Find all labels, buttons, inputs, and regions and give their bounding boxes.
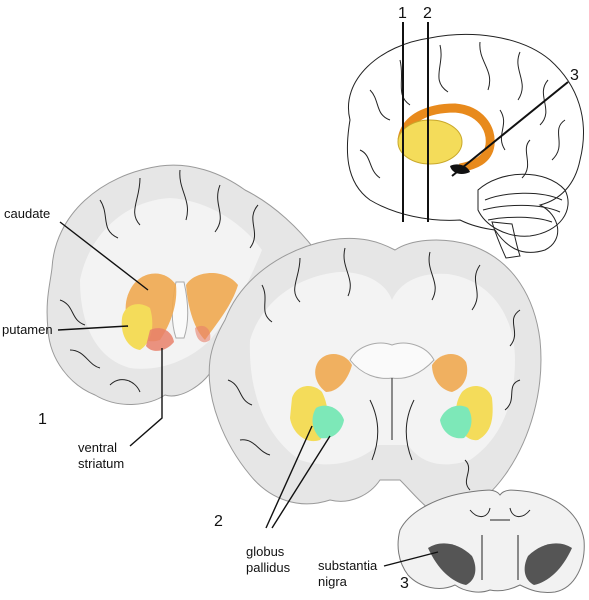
lateral-striatum-outline (397, 103, 495, 173)
section-2-caudate-left (315, 354, 352, 392)
section-2-globus-pallidus-right (440, 405, 472, 439)
section-2-ventricle (349, 342, 435, 379)
section-3-tissue (397, 489, 585, 593)
section-1-putamen-left (121, 304, 153, 350)
label-globus-line1: globus (246, 544, 285, 559)
plane-line-3 (451, 81, 569, 177)
label-globus-line2: pallidus (246, 560, 291, 575)
label-caudate: caudate (4, 206, 50, 221)
section-number-1: 1 (38, 411, 47, 428)
leader-globus-right (271, 435, 331, 529)
annotations: caudate putamen ventral striatum globus … (2, 206, 439, 589)
leader-substantia-nigra (383, 551, 439, 567)
label-substantia-line1: substantia (318, 558, 378, 573)
section-2-globus-pallidus-left (312, 405, 344, 439)
section-1-ventral-striatum (146, 328, 174, 351)
label-ventral-line1: ventral (78, 440, 117, 455)
label-putamen: putamen (2, 322, 53, 337)
brainstem-section-3: 3 (397, 489, 585, 593)
leader-ventral-striatum (129, 348, 163, 447)
label-substantia-line2: nigra (318, 574, 348, 589)
label-ventral-line2: striatum (78, 456, 124, 471)
section-1-ventral-striatum-right (195, 325, 211, 343)
plane-number-3: 3 (570, 67, 579, 84)
lateral-brain-view: 1 2 3 (346, 5, 584, 259)
section-2-caudate-right (432, 354, 468, 392)
plane-number-2: 2 (423, 5, 432, 22)
leader-putamen (57, 325, 129, 331)
section-3-substantia-nigra-left (428, 543, 476, 585)
section-1-caudate-right (186, 272, 238, 340)
section-number-2: 2 (214, 513, 223, 530)
section-number-3: 3 (400, 575, 409, 592)
coronal-section-2: 2 (208, 237, 542, 530)
plane-number-1: 1 (398, 5, 407, 22)
section-3-substantia-nigra-right (524, 543, 572, 585)
leader-globus-left (265, 425, 313, 529)
leader-caudate (59, 221, 149, 291)
coronal-section-1: 1 (38, 164, 316, 428)
lateral-putamen (397, 119, 463, 165)
